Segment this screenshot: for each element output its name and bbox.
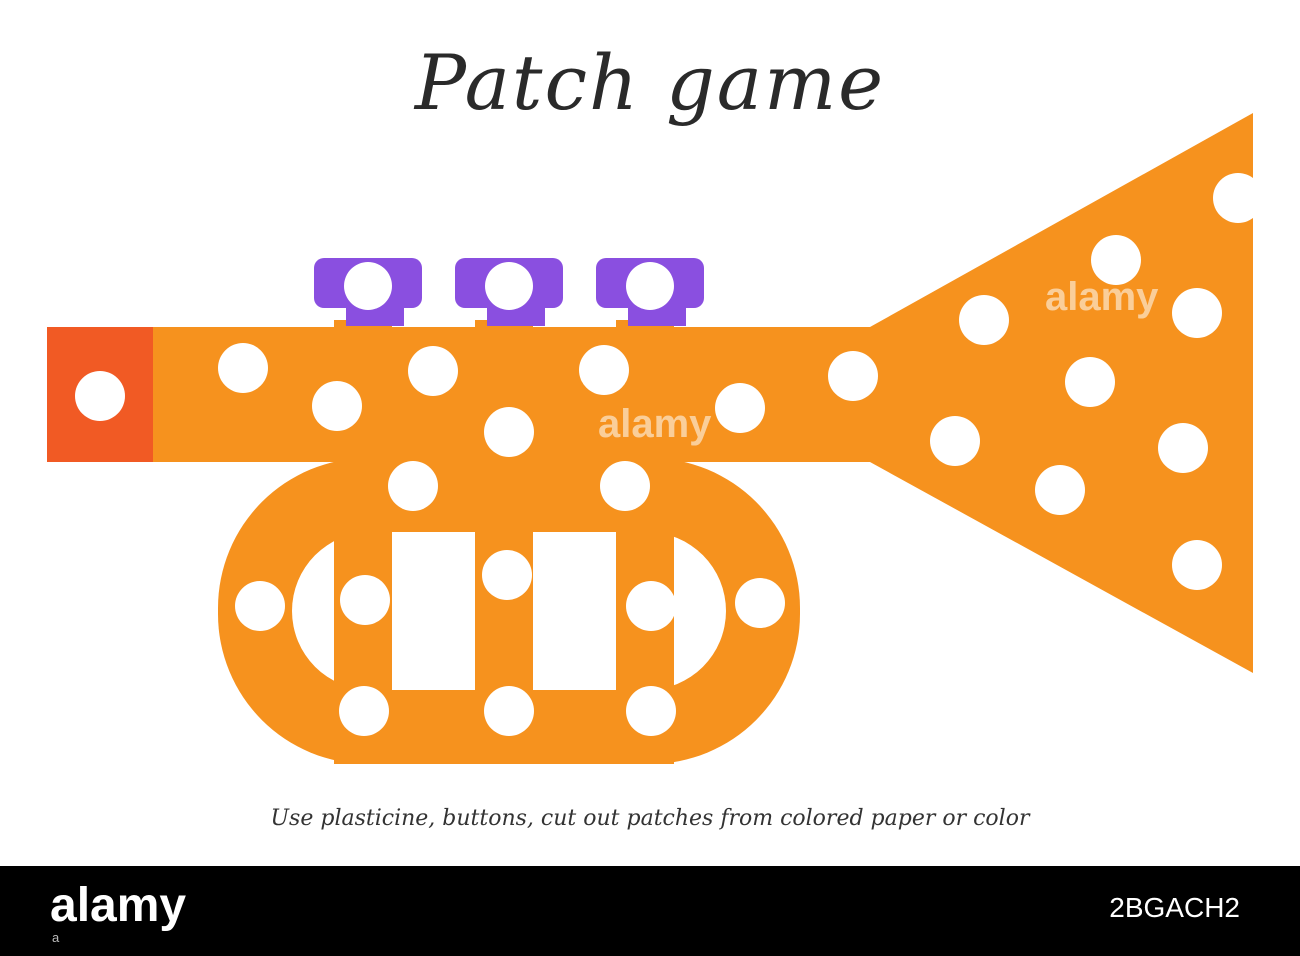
patch-circle-icon[interactable] (482, 550, 532, 600)
page-title: Patch game (414, 38, 886, 127)
patch-circle-icon[interactable] (828, 351, 878, 401)
patch-circle-icon[interactable] (75, 371, 125, 421)
patch-circle-icon[interactable] (1035, 465, 1085, 515)
patch-circle-icon[interactable] (1158, 423, 1208, 473)
instruction-text: Use plasticine, buttons, cut out patches… (270, 806, 1030, 831)
patch-circle-icon[interactable] (408, 346, 458, 396)
patch-circle-icon[interactable] (218, 343, 268, 393)
patch-group (75, 173, 1263, 736)
footer-subtitle: a (52, 930, 60, 945)
patch-circle-icon[interactable] (484, 686, 534, 736)
patch-circle-icon[interactable] (340, 575, 390, 625)
patch-circle-icon[interactable] (344, 262, 392, 310)
footer-bar: alamy a 2BGACH2 (0, 866, 1300, 956)
watermark: alamy (1045, 275, 1159, 319)
slot-1 (407, 532, 463, 672)
patch-circle-icon[interactable] (484, 407, 534, 457)
patch-circle-icon[interactable] (930, 416, 980, 466)
trumpet-bell (870, 113, 1253, 673)
patch-circle-icon[interactable] (1065, 357, 1115, 407)
image-id: 2BGACH2 (1109, 892, 1240, 923)
footer-logo: alamy (50, 879, 187, 932)
patch-circle-icon[interactable] (626, 686, 676, 736)
patch-circle-icon[interactable] (626, 581, 676, 631)
patch-circle-icon[interactable] (600, 461, 650, 511)
patch-circle-icon[interactable] (715, 383, 765, 433)
patch-circle-icon[interactable] (735, 578, 785, 628)
patch-circle-icon[interactable] (339, 686, 389, 736)
patch-circle-icon[interactable] (235, 581, 285, 631)
slot-2 (547, 532, 603, 672)
patch-circle-icon[interactable] (959, 295, 1009, 345)
patch-circle-icon[interactable] (485, 262, 533, 310)
patch-circle-icon[interactable] (1172, 540, 1222, 590)
patch-circle-icon[interactable] (579, 345, 629, 395)
patch-circle-icon[interactable] (388, 461, 438, 511)
patch-circle-icon[interactable] (1172, 288, 1222, 338)
watermark: alamy (598, 402, 712, 446)
patch-circle-icon[interactable] (1213, 173, 1263, 223)
patch-circle-icon[interactable] (312, 381, 362, 431)
patch-circle-icon[interactable] (626, 262, 674, 310)
patch-circle-icon[interactable] (1091, 235, 1141, 285)
